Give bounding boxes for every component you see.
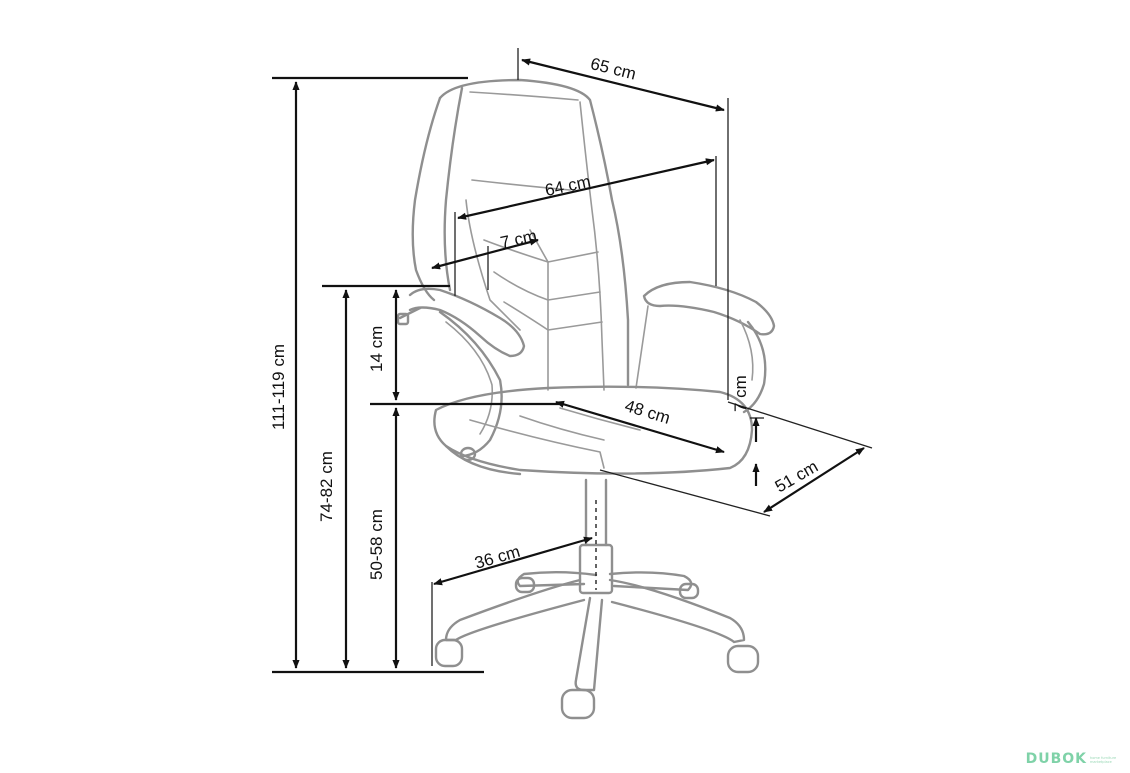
right-armrest: [635, 280, 776, 414]
armrest-width-line: [431, 238, 539, 270]
label-base-radius: 36 cm: [473, 542, 523, 573]
backrest-width-line: [457, 158, 715, 220]
dimension-labels: 65 cm 64 cm 7 cm 14 cm 111-119 cm 74-82 …: [269, 54, 821, 580]
seat-depth-line: [763, 447, 865, 513]
seat-width-line: [555, 400, 725, 454]
left-armrest: [396, 287, 526, 458]
label-armrest-width: 7 cm: [499, 226, 539, 252]
label-total-height: 111-119 cm: [269, 344, 288, 430]
watermark-brand: DUBOK: [1025, 751, 1087, 767]
watermark-tagline: home furniture marketplace: [1090, 756, 1117, 764]
watermark: DUBOK home furniture marketplace: [1026, 751, 1118, 767]
base-radius-line: [433, 536, 593, 586]
label-backrest-width: 64 cm: [543, 172, 592, 200]
label-armrest-floor-height: 74-82 cm: [317, 451, 336, 522]
label-seat-height: 50-58 cm: [367, 509, 386, 580]
label-armrest-height: 14 cm: [367, 326, 386, 372]
dimension-lines: [272, 48, 873, 674]
label-seat-thickness: 7 cm: [731, 375, 750, 412]
overall-width-line: [521, 58, 725, 112]
